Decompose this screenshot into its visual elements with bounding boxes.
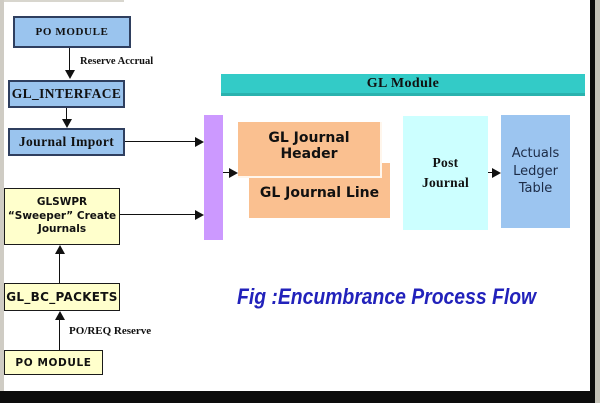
journal-import-box: Journal Import bbox=[8, 128, 125, 156]
glswpr-line1: GLSWPR bbox=[36, 196, 88, 209]
arrow-down-icon bbox=[65, 70, 75, 79]
frame-left-edge bbox=[0, 0, 4, 391]
arrow-glinterface-to-journalimport-line bbox=[66, 108, 67, 120]
arrow-po-to-glinterface-line bbox=[69, 48, 70, 71]
gl-journal-header-label: GL Journal Header bbox=[268, 130, 350, 162]
arrow-journalimport-to-glmodule-line bbox=[125, 141, 196, 142]
arrow-right-icon bbox=[492, 168, 501, 178]
frame-top-edge bbox=[4, 0, 124, 2]
gl-module-input-bar bbox=[204, 115, 223, 240]
post-journal-box: Post Journal bbox=[403, 116, 488, 230]
glswpr-line2: “Sweeper” Create bbox=[7, 209, 117, 222]
post-journal-label: Post Journal bbox=[421, 155, 470, 190]
arrow-bar-to-journalheader-line bbox=[223, 172, 231, 173]
arrow-right-icon bbox=[195, 210, 204, 220]
frame-right-border bbox=[590, 0, 595, 403]
gl-journal-line-label: GL Journal Line bbox=[259, 185, 380, 201]
gl-module-title: GL Module bbox=[366, 75, 440, 91]
po-req-reserve-label: PO/REQ Reserve bbox=[69, 325, 152, 337]
gl-journal-header-box: GL Journal Header bbox=[238, 122, 382, 178]
actuals-ledger-table-label: Actuals Ledger Table bbox=[511, 146, 560, 197]
arrow-pobottom-to-glbc-line bbox=[59, 319, 60, 350]
figure-caption: Fig :Encumbrance Process Flow bbox=[237, 284, 537, 309]
gl-interface-label: GL_INTERFACE bbox=[11, 86, 122, 101]
actuals-ledger-table-box: Actuals Ledger Table bbox=[501, 115, 570, 228]
journal-import-label: Journal Import bbox=[18, 134, 115, 149]
arrow-glbc-to-glswpr-line bbox=[59, 253, 60, 283]
frame-bottom-border bbox=[0, 391, 595, 403]
gl-bc-packets-box: GL_BC_PACKETS bbox=[4, 283, 120, 311]
gl-interface-box: GL_INTERFACE bbox=[8, 80, 125, 108]
po-module-bottom-label: PO MODULE bbox=[15, 356, 92, 369]
frame-right-margin bbox=[595, 0, 600, 403]
gl-bc-packets-label: GL_BC_PACKETS bbox=[6, 290, 118, 304]
po-module-top-label: PO MODULE bbox=[35, 26, 109, 38]
reserve-accrual-label: Reserve Accrual bbox=[80, 56, 154, 67]
arrow-right-icon bbox=[195, 137, 204, 147]
po-module-bottom-box: PO MODULE bbox=[4, 350, 103, 375]
arrow-down-icon bbox=[62, 119, 72, 128]
po-module-top-box: PO MODULE bbox=[13, 16, 131, 48]
gl-module-header-bar: GL Module bbox=[221, 74, 585, 96]
glswpr-line3: Journals bbox=[37, 223, 87, 236]
arrow-up-icon bbox=[55, 245, 65, 254]
arrow-glswpr-to-glmodule-line bbox=[120, 214, 196, 215]
arrow-up-icon bbox=[55, 311, 65, 320]
arrow-right-icon bbox=[229, 168, 238, 178]
arrow-postjournal-to-actuals-line bbox=[488, 172, 494, 173]
glswpr-box: GLSWPR “Sweeper” Create Journals bbox=[4, 188, 120, 245]
